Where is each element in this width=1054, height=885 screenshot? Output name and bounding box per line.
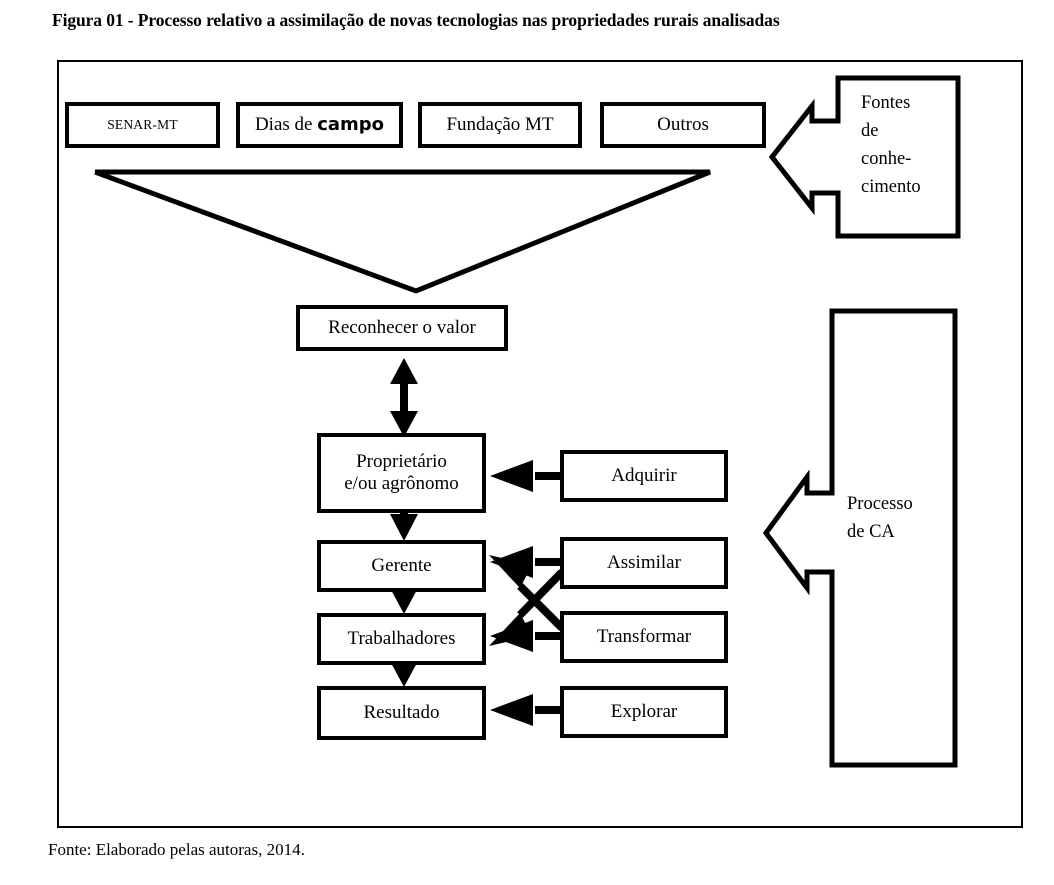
source-box-outros[interactable]: Outros — [600, 102, 766, 148]
flow-box-proprietario-line2: e/ou agrônomo — [344, 473, 459, 494]
flow-box-resultado[interactable]: Resultado — [317, 686, 486, 740]
flow-box-transformar[interactable]: Transformar — [560, 611, 728, 663]
flow-box-explorar[interactable]: Explorar — [560, 686, 728, 738]
source-box-dias-de-campo-label: Dias de campo — [255, 114, 384, 136]
flow-box-adquirir[interactable]: Adquirir — [560, 450, 728, 502]
flow-box-gerente[interactable]: Gerente — [317, 540, 486, 592]
source-box-fundacao-mt-label: Fundação MT — [446, 113, 554, 135]
fontes-line-1: Fontes — [861, 93, 911, 113]
flow-box-assimilar-label: Assimilar — [607, 551, 681, 573]
flow-box-assimilar[interactable]: Assimilar — [560, 537, 728, 589]
flow-box-trabalhadores-label: Trabalhadores — [347, 627, 456, 649]
flow-box-transformar-label: Transformar — [596, 625, 692, 647]
processo-de-ca-label: Processo de CA — [847, 490, 957, 546]
flow-box-reconhecer-o-valor-label: Reconhecer o valor — [328, 316, 476, 338]
dias-de-campo-plain: Dias de — [254, 113, 318, 135]
flow-box-proprietario[interactable]: Proprietário e/ou agrônomo — [317, 433, 486, 513]
fontes-line-2: de — [861, 121, 879, 142]
flow-box-trabalhadores[interactable]: Trabalhadores — [317, 613, 486, 665]
flow-box-proprietario-line1: Proprietário — [356, 450, 447, 472]
source-box-fundacao-mt[interactable]: Fundação MT — [418, 102, 582, 148]
flow-box-explorar-label: Explorar — [610, 700, 678, 722]
source-box-outros-label: Outros — [657, 113, 709, 135]
fontes-de-conhecimento-label: Fontes de conhe- cimento — [861, 89, 957, 201]
processo-de-ca-line-1: Processo — [847, 494, 913, 514]
figure-title: Figura 01 - Processo relativo a assimila… — [52, 10, 780, 30]
source-box-senar-mt-label: SENAR-MT — [107, 117, 178, 133]
figure-source: Fonte: Elaborado pelas autoras, 2014. — [48, 840, 305, 859]
source-box-senar-mt[interactable]: SENAR-MT — [65, 102, 220, 148]
source-box-dias-de-campo[interactable]: Dias de campo — [236, 102, 403, 148]
processo-de-ca-line-2: de CA — [847, 522, 895, 543]
flow-box-adquirir-label: Adquirir — [611, 464, 677, 486]
flow-box-gerente-label: Gerente — [371, 554, 432, 576]
flow-box-resultado-label: Resultado — [363, 701, 440, 723]
fontes-line-4: cimento — [861, 177, 921, 198]
flow-box-reconhecer-o-valor[interactable]: Reconhecer o valor — [296, 305, 508, 351]
fontes-line-3: conhe- — [861, 149, 912, 170]
dias-de-campo-bold: campo — [317, 113, 385, 135]
